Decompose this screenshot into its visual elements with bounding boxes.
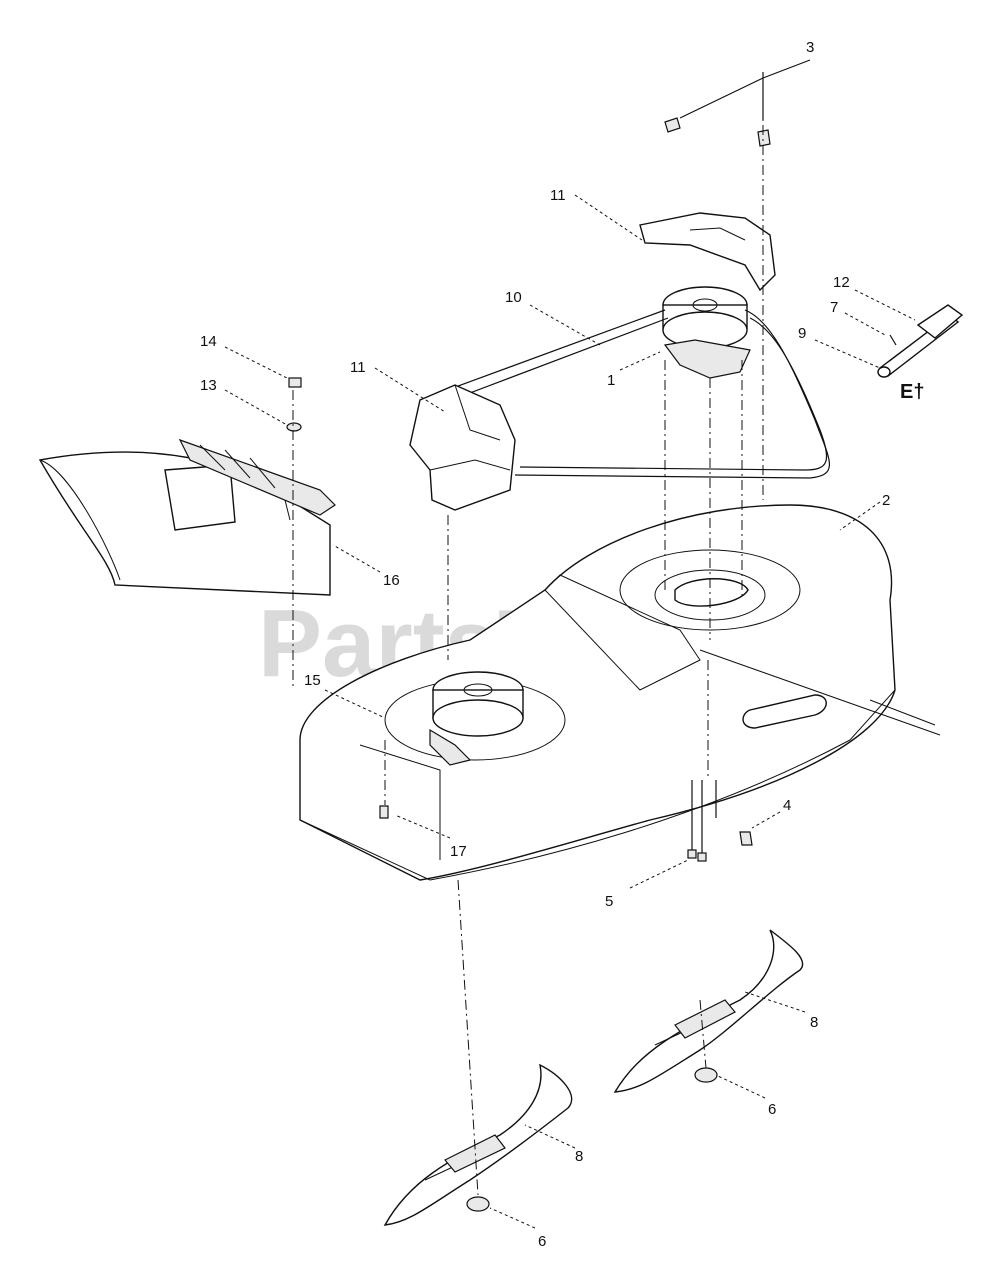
- callout-1: 1: [607, 372, 615, 389]
- callout-12: 12: [833, 274, 850, 291]
- callout-2: 2: [882, 492, 890, 509]
- assembly-axes: [292, 72, 764, 1196]
- callout-11-left: 11: [350, 359, 366, 376]
- blade-upper-right: [613, 929, 804, 1093]
- belt-guard-right: [639, 212, 776, 292]
- belt-guard-left: [409, 384, 516, 511]
- callout-5: 5: [605, 893, 613, 910]
- callout-17: 17: [450, 843, 467, 860]
- callout-6-upper: 6: [768, 1101, 776, 1118]
- hardware-parts: [286, 117, 771, 862]
- idler-pulley-assembly: [662, 286, 751, 379]
- rod-assembly: [877, 304, 964, 378]
- callout-8-upper: 8: [810, 1014, 818, 1031]
- callout-9: 9: [798, 325, 806, 342]
- callout-3: 3: [806, 39, 814, 56]
- callout-4: 4: [783, 797, 791, 814]
- callout-6-lower: 6: [538, 1233, 546, 1250]
- callout-13: 13: [200, 377, 217, 394]
- mower-deck-shell: [299, 504, 941, 881]
- blade-washer-upper: [694, 1067, 718, 1083]
- leader-lines: [224, 59, 916, 1229]
- callout-16: 16: [383, 572, 400, 589]
- callout-8-lower: 8: [575, 1148, 583, 1165]
- callout-11-upper: 11: [550, 187, 566, 204]
- discharge-chute: [38, 438, 336, 596]
- blade-washer-lower: [466, 1196, 490, 1212]
- left-spindle-pulley: [429, 671, 524, 766]
- callout-7: 7: [830, 299, 838, 316]
- section-mark: E†: [900, 381, 924, 403]
- callout-14: 14: [200, 333, 217, 350]
- callout-15: 15: [304, 672, 321, 689]
- callout-10: 10: [505, 289, 522, 306]
